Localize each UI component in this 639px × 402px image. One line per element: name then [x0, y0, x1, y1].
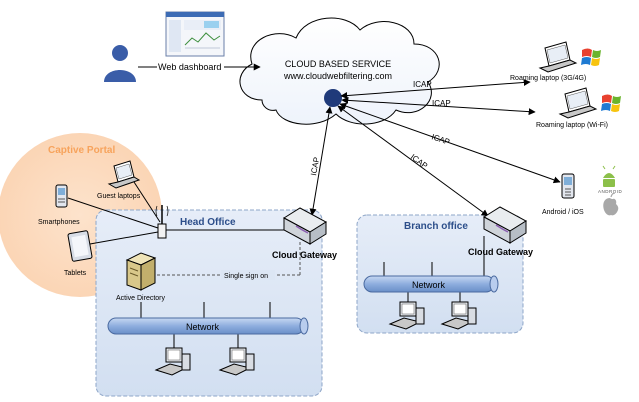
sso-label-bg — [221, 270, 275, 280]
icap-label-head: ICAP — [309, 156, 321, 176]
android-logo-text: ANDROID — [598, 189, 623, 194]
cloud-hub-dot — [324, 89, 342, 107]
sso-label: Single sign on — [224, 273, 268, 280]
head-office-gateway-icon — [283, 207, 327, 245]
icap-label-3g: ICAP — [413, 80, 432, 89]
smartphones-label: Smartphones — [38, 219, 80, 226]
mobile-label: Android / iOS — [542, 209, 584, 216]
branch-office-network-bar — [363, 262, 499, 302]
windows-logo-icon — [581, 48, 601, 66]
captive-portal-title: Captive Portal — [48, 145, 115, 156]
workstation-icon-4 — [440, 301, 477, 330]
laptop-3g-label: Roaming laptop (3G/4G) — [510, 75, 586, 82]
workstation-icon-3 — [388, 301, 425, 330]
icap-label-mobile: ICAP — [430, 132, 451, 146]
icap-label-branch: ICAP — [409, 152, 429, 170]
ap-to-laptop-line — [133, 181, 161, 223]
laptop-3g-icon — [538, 41, 578, 73]
web-dashboard-label: Web dashboard — [158, 62, 221, 72]
tablet-icon — [67, 230, 93, 262]
head-office-box: Head Office — [95, 209, 323, 397]
icap-links — [309, 78, 561, 217]
branch-office-gateway-label: Cloud Gateway — [468, 247, 533, 257]
user-icon — [104, 45, 136, 82]
ap-to-phone-line — [67, 197, 159, 229]
laptop-wifi-label: Roaming laptop (Wi-Fi) — [536, 122, 608, 129]
head-office-network-bar — [107, 302, 309, 348]
icap-label-wifi: ICAP — [432, 99, 451, 108]
head-office-gateway-label: Cloud Gateway — [272, 250, 337, 260]
smartphone-icon — [55, 184, 68, 208]
guest-laptops-label: Guest laptops — [97, 193, 141, 200]
branch-office-gateway-icon — [483, 206, 527, 244]
tablets-label: Tablets — [64, 270, 87, 277]
active-directory-server-icon — [125, 252, 157, 291]
workstation-icon-2 — [218, 347, 255, 376]
cloud-service: CLOUD BASED SERVICE www.cloudwebfilterin… — [239, 17, 440, 125]
laptop-wifi-icon — [558, 87, 598, 119]
head-office-title: Head Office — [180, 217, 236, 228]
branch-office-title: Branch office — [404, 221, 468, 232]
head-office-network-label: Network — [186, 322, 220, 332]
workstation-icon — [154, 347, 191, 376]
dashboard-screenshot-icon — [165, 11, 225, 57]
ap-to-tablet-line — [89, 231, 159, 245]
android-logo-icon — [602, 165, 616, 187]
apple-logo-icon — [603, 192, 619, 216]
windows-logo-icon-2 — [601, 94, 621, 112]
cloud-url: www.cloudwebfiltering.com — [283, 71, 392, 81]
cloud-title: CLOUD BASED SERVICE — [285, 59, 391, 69]
mobile-phone-icon — [561, 173, 575, 199]
wifi-antenna-icon — [155, 205, 169, 239]
branch-office-network-label: Network — [412, 280, 446, 290]
active-directory-label: Active Directory — [116, 295, 166, 302]
guest-laptop-icon — [107, 160, 141, 189]
